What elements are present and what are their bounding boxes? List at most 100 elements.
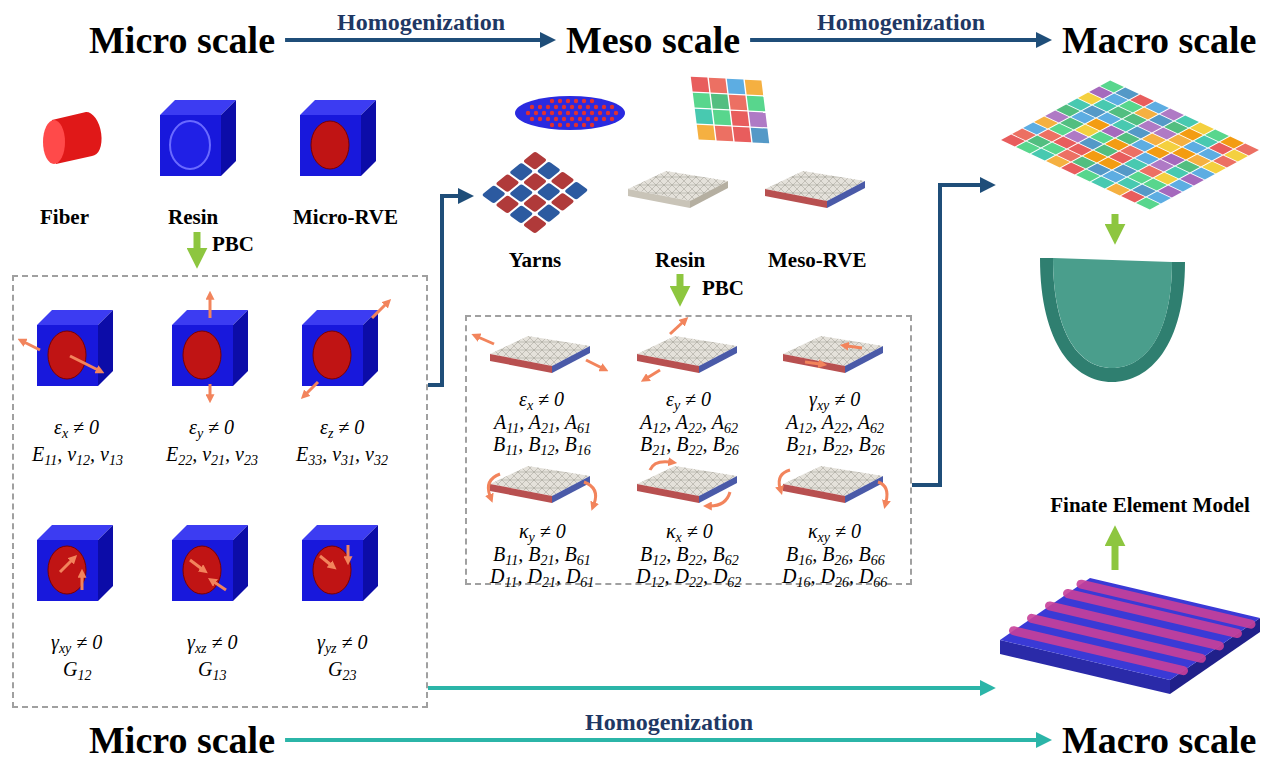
subscript: xz [195, 641, 207, 656]
subscript: 22 [688, 421, 702, 436]
fiber-dot [610, 105, 614, 109]
fiber-dot [590, 111, 594, 115]
arrow-head [540, 32, 556, 48]
scale-title: Micro scale [85, 18, 279, 62]
subscript: 11 [505, 553, 518, 568]
part-label: Meso-RVE [768, 248, 866, 272]
flow-arrow [428, 686, 983, 690]
rve-plate [637, 336, 737, 373]
subscript: 22 [178, 453, 192, 468]
rve-cube [37, 310, 113, 386]
formula-text: B12, B22, B62 [640, 542, 739, 566]
resin-cube [160, 100, 236, 176]
arrow-head [458, 188, 474, 204]
fiber-dot [554, 105, 558, 109]
shell-model [1040, 258, 1185, 382]
ud-plate [1000, 578, 1260, 694]
formula-text: κx ≠ 0 [666, 519, 713, 543]
subscript: 23 [244, 453, 258, 468]
load-arrows [478, 322, 887, 506]
subscript: 33 [308, 453, 322, 468]
subscript: 21 [798, 443, 812, 458]
connector [428, 188, 474, 385]
scale-title: Macro scale [1058, 18, 1261, 62]
subscript: 23 [342, 668, 356, 683]
connector-line [285, 738, 1040, 742]
formula-text: A12, A22, A62 [786, 410, 884, 434]
connector-line [750, 38, 1040, 42]
pbc-arrow [677, 274, 684, 290]
subscript: 31 [341, 453, 355, 468]
subscript: 12 [652, 421, 666, 436]
yarn-section [515, 96, 625, 130]
rve-cube [302, 525, 378, 601]
woven-cell [747, 96, 765, 112]
woven-cell [695, 109, 713, 125]
formula-text: κy ≠ 0 [519, 519, 566, 543]
formula-text: B16, B26, B66 [786, 542, 885, 566]
fiber-dot [542, 111, 546, 115]
fiber-dot [538, 117, 542, 121]
woven-cell [693, 93, 711, 109]
subscript: 11 [506, 421, 519, 436]
formula-text: B21, B22, B26 [640, 432, 739, 456]
fiber-dot [582, 99, 586, 103]
part-label: PBC [702, 276, 744, 300]
subscript: xy [817, 398, 829, 413]
fiber-dot [586, 105, 590, 109]
subscript: 12 [652, 553, 666, 568]
subscript: x [676, 530, 682, 545]
woven-cell [749, 112, 767, 128]
rve-plate [490, 466, 590, 503]
meso-rve-plate [765, 171, 865, 208]
formula-text: γxy ≠ 0 [51, 630, 102, 654]
subscript: 26 [834, 553, 848, 568]
subscript: 12 [650, 575, 664, 590]
flow-arrow [912, 185, 983, 485]
woven-cell [751, 128, 769, 144]
fiber-dot [590, 99, 594, 103]
fiber-dot [546, 117, 550, 121]
load-case-panel: εx ≠ 0A11, A21, A61B11, B12, B16εy ≠ 0A1… [465, 315, 912, 585]
subscript: 61 [580, 575, 594, 590]
figure-caption: Yarns [476, 248, 594, 272]
woven-cell [733, 127, 751, 143]
formula-text: B11, B12, B16 [493, 432, 591, 456]
formula-text: A12, A22, A62 [640, 410, 738, 434]
fiber-dot [566, 111, 570, 115]
fiber-dot [526, 111, 530, 115]
scale-title: Meso scale [562, 18, 744, 62]
fiber-end [43, 120, 65, 164]
subscript: 32 [374, 453, 388, 468]
formula-text: εy ≠ 0 [189, 415, 234, 439]
fiber-dot [582, 111, 586, 115]
fiber-dot [558, 123, 562, 127]
woven-cell [697, 125, 715, 141]
fiber-dot [574, 123, 578, 127]
fiber-dot [530, 117, 534, 121]
fiber-dot [554, 117, 558, 121]
scale-label: Macro scale [1062, 19, 1257, 61]
subscript: x [527, 398, 533, 413]
formula-text: E22, ν21, ν23 [166, 442, 258, 466]
fiber-dot [586, 117, 590, 121]
subscript: y [197, 426, 203, 441]
fiber-dot [558, 99, 562, 103]
edge-label: Homogenization [335, 8, 507, 36]
fe-model-figure: Finate Element Model [1030, 252, 1270, 517]
fiber-dot [566, 123, 570, 127]
rve-plate [490, 336, 590, 373]
subscript: yz [325, 641, 337, 656]
woven-cell [731, 111, 749, 127]
fiber-dot [570, 117, 574, 121]
subscript: xy [59, 641, 71, 656]
subscript: 22 [834, 443, 848, 458]
micro-rve-cube [300, 100, 376, 176]
fiber-dot [602, 117, 606, 121]
part-label: Resin [655, 248, 705, 272]
subscript: 26 [871, 443, 885, 458]
fiber-dot [578, 117, 582, 121]
subscript: z [328, 426, 333, 441]
